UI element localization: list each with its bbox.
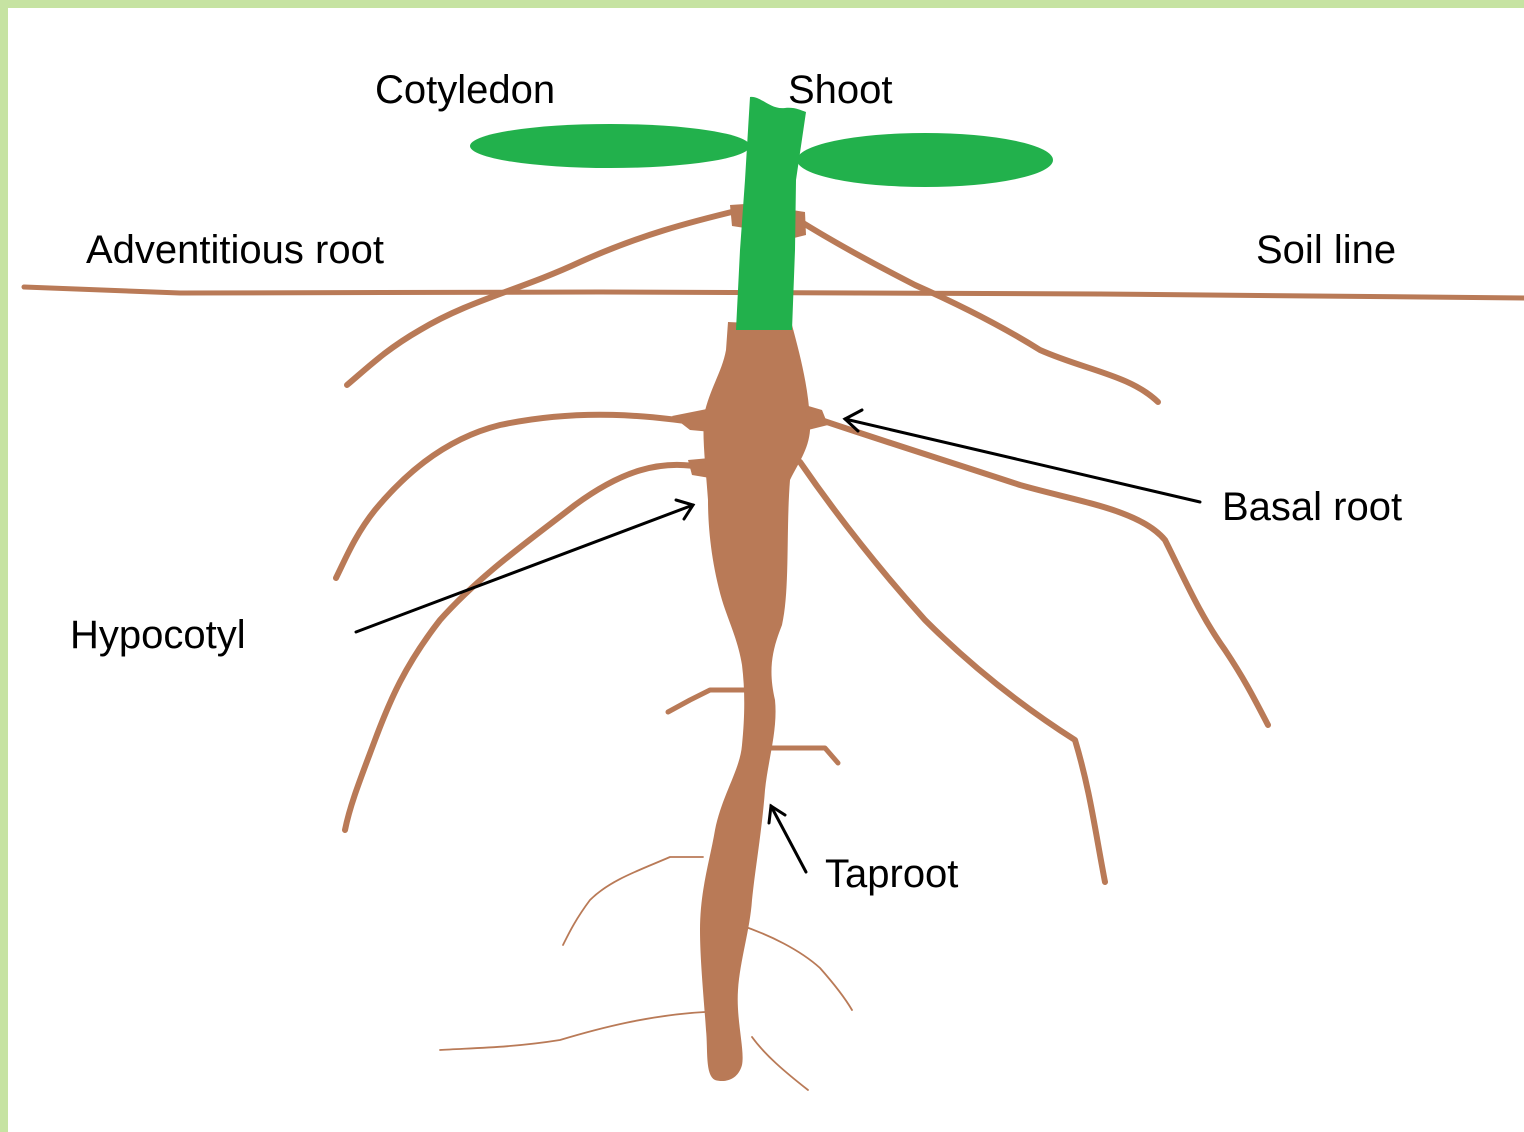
arrow-hypocotyl (356, 500, 693, 632)
label-cotyledon: Cotyledon (375, 68, 555, 112)
lateral-root-left (668, 690, 745, 712)
basal-root-left-upper (336, 415, 712, 578)
plant-root-diagram: Cotyledon Shoot Adventitious root Soil l… (8, 8, 1524, 1132)
fine-root-2 (740, 925, 852, 1010)
fine-root-4 (752, 1037, 808, 1090)
taproot-body (700, 322, 810, 1081)
cotyledon-left (470, 124, 750, 168)
label-soil-line: Soil line (1256, 228, 1396, 272)
basal-knob-right (805, 405, 828, 430)
basal-root-right-lower (800, 462, 1105, 882)
cotyledon-right (797, 133, 1053, 187)
arrow-taproot (769, 806, 806, 872)
fine-root-3 (440, 1012, 705, 1050)
lateral-root-right (770, 748, 838, 763)
adventitious-root-right (795, 218, 1158, 402)
basal-knob-left (672, 408, 712, 432)
label-adventitious-root: Adventitious root (86, 228, 384, 272)
fine-root-1 (563, 857, 703, 945)
diagram-canvas: Cotyledon Shoot Adventitious root Soil l… (8, 8, 1524, 1132)
hypocotyl-knob (688, 458, 710, 478)
label-hypocotyl: Hypocotyl (70, 613, 246, 657)
label-shoot: Shoot (788, 68, 893, 112)
label-basal-root: Basal root (1222, 485, 1402, 529)
adventitious-root-left (347, 210, 740, 385)
label-taproot: Taproot (825, 852, 958, 896)
